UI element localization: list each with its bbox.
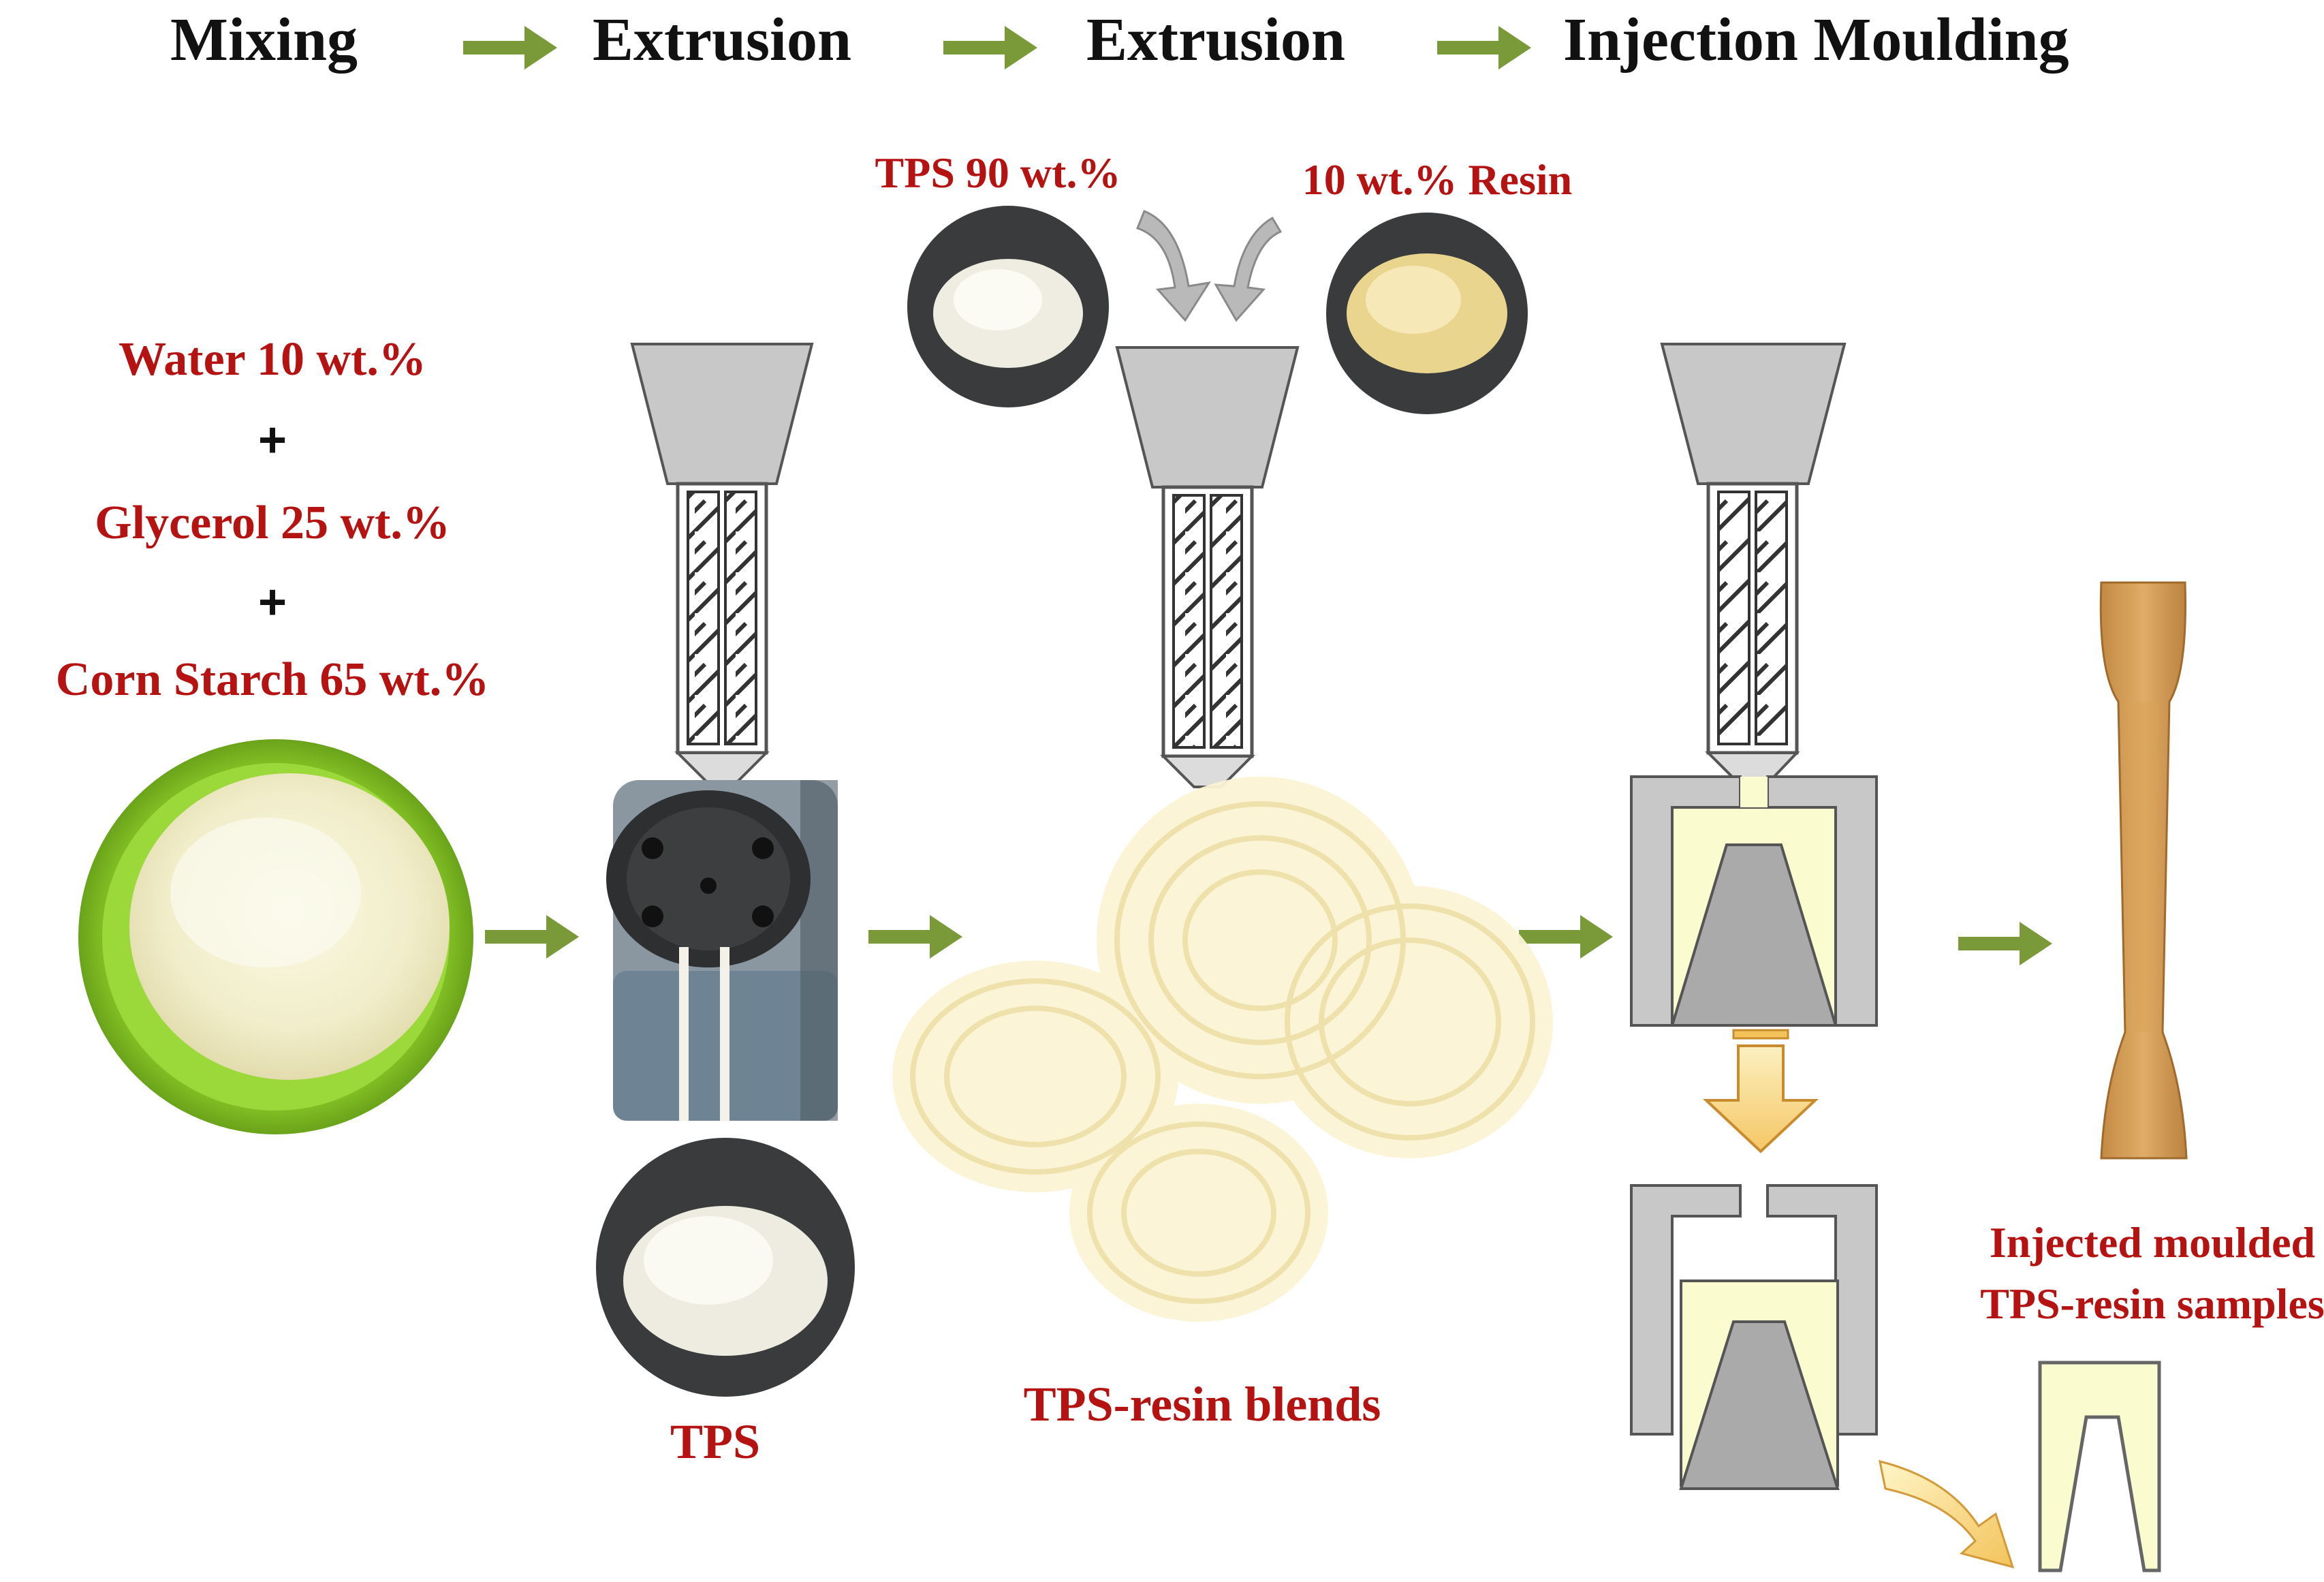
moulded-part-diagram	[2038, 1361, 2161, 1572]
mould-opening-diagram	[1630, 1184, 1878, 1490]
step-mixing: Mixing	[170, 6, 358, 74]
step-arrow-icon	[1437, 26, 1531, 69]
label-samples-line2: TPS-resin samples	[1980, 1279, 2324, 1328]
label-tps: TPS	[670, 1414, 760, 1469]
label-samples-line1: Injected moulded	[1990, 1218, 2315, 1267]
step-arrow-icon	[943, 26, 1037, 69]
plus-sign: +	[258, 575, 287, 630]
ingredient-starch: Corn Starch 65 wt.%	[56, 653, 489, 706]
step-arrows	[463, 26, 1531, 69]
tps-feed-photo	[907, 206, 1109, 407]
flow-arrow-icon	[1958, 922, 2052, 965]
curved-arrow-icon	[1214, 216, 1283, 322]
feed-resin-label: 10 wt.% Resin	[1302, 155, 1572, 204]
plus-sign: +	[258, 413, 287, 467]
tps-resin-strands-photo	[892, 777, 1553, 1322]
curved-arrow-icon	[1879, 1459, 2015, 1569]
ingredient-list: Water 10 wt.% + Glycerol 25 wt.% + Corn …	[56, 333, 489, 706]
step-extrusion-2: Extrusion	[1086, 6, 1345, 74]
flow-arrow-icon	[1519, 915, 1613, 959]
extruder-die-photo	[606, 780, 838, 1121]
feed-tps-label: TPS 90 wt.%	[875, 149, 1121, 197]
tps-pellets-photo	[596, 1138, 855, 1397]
flow-arrow-icon	[868, 915, 962, 959]
step-injection-moulding: Injection Moulding	[1563, 6, 2069, 74]
feed-arrows	[1136, 210, 1283, 322]
stage-arrows	[485, 915, 2052, 965]
process-steps: Mixing Extrusion Extrusion Injection Mou…	[170, 6, 2069, 74]
starch-bowl-photo	[78, 739, 473, 1134]
label-blends: TPS-resin blends	[1024, 1377, 1381, 1431]
injection-moulder-diagram	[1630, 343, 1878, 1027]
step-arrow-icon	[463, 26, 557, 69]
resin-feed-photo	[1326, 213, 1528, 414]
ingredient-water: Water 10 wt.%	[119, 333, 426, 386]
step-extrusion-1: Extrusion	[593, 6, 851, 74]
flow-arrow-icon	[485, 915, 579, 959]
extruder-2-diagram	[1115, 346, 1300, 788]
ingredient-glycerol: Glycerol 25 wt.%	[95, 497, 450, 549]
dogbone-sample-photo	[2099, 581, 2188, 1160]
curved-arrow-icon	[1136, 210, 1212, 322]
extruder-1-diagram	[630, 343, 814, 785]
down-arrow-icon	[1702, 1029, 1819, 1153]
